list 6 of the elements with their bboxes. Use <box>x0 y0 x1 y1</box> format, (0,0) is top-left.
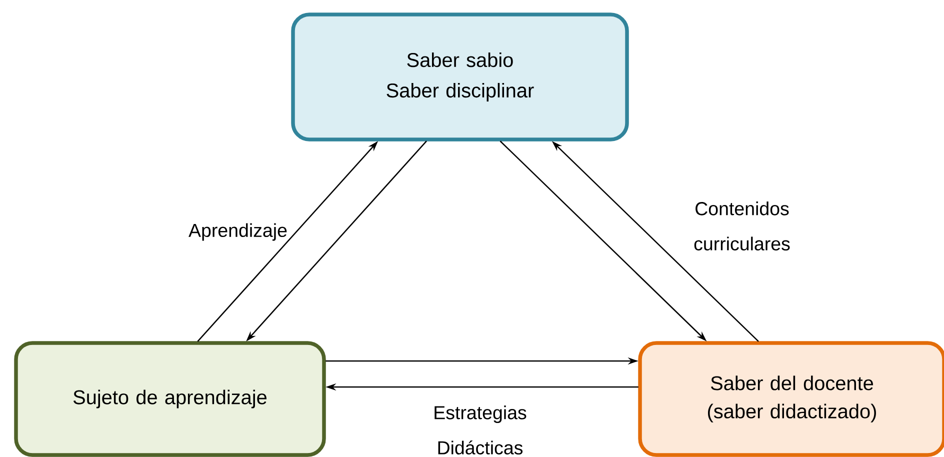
concept-box: Saber del docente (saber didactizado) <box>638 341 944 457</box>
edge-label: Estrategias Didácticas <box>434 406 526 454</box>
edge-label: Aprendizaje <box>188 223 287 241</box>
edge-label: Contenidos curriculares <box>694 202 790 250</box>
concept-box: Sujeto de aprendizaje <box>14 341 326 457</box>
concept-box: Saber sabio Saber disciplinar <box>291 12 629 142</box>
